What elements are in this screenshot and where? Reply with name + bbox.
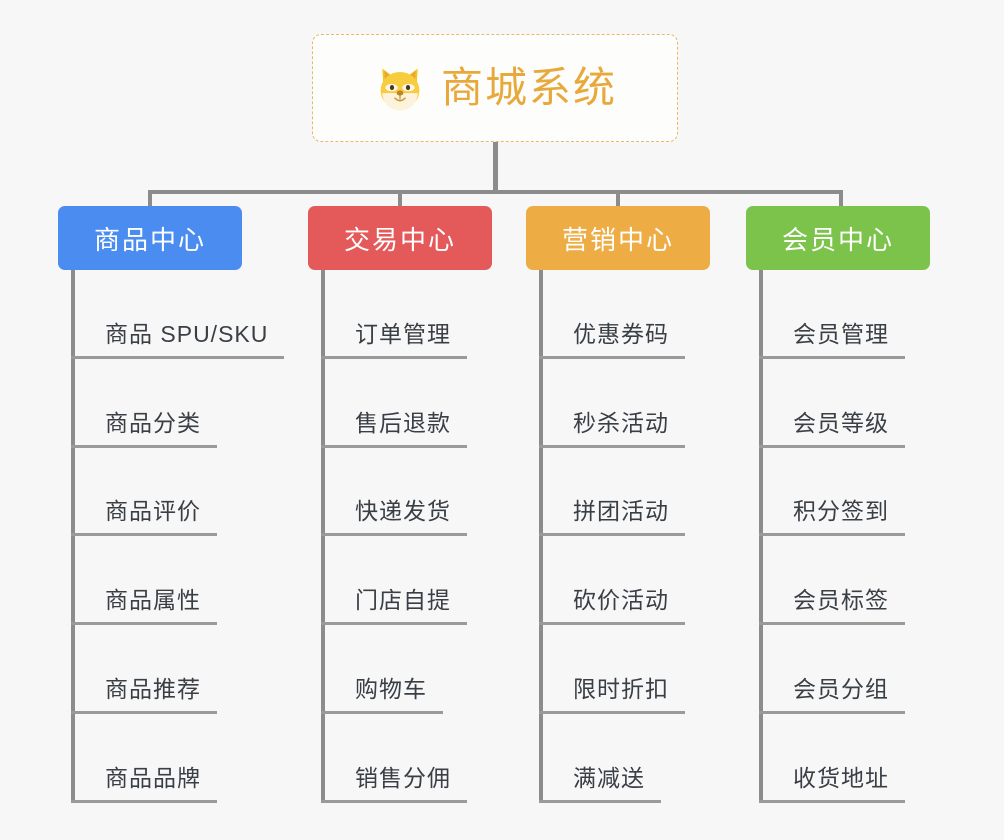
leaf-label: 快递发货 xyxy=(355,498,451,525)
leaf-label: 商品 SPU/SKU xyxy=(105,320,269,347)
leaf-underline xyxy=(759,444,905,448)
leaf-label: 商品分类 xyxy=(105,409,201,436)
branch-trunk-line xyxy=(71,270,75,803)
leaf-label: 满减送 xyxy=(573,764,645,791)
leaf-label: 会员分组 xyxy=(793,675,889,702)
list-item[interactable]: 订单管理 xyxy=(321,270,467,359)
leaf-underline xyxy=(539,799,661,803)
list-item[interactable]: 满减送 xyxy=(539,714,669,803)
leaf-label: 积分签到 xyxy=(793,498,889,525)
connector-horizontal-bus xyxy=(148,190,843,194)
list-item[interactable]: 会员分组 xyxy=(759,625,905,714)
leaf-underline xyxy=(71,533,217,537)
leaf-underline xyxy=(71,710,217,714)
leaf-label: 商品属性 xyxy=(105,587,201,614)
leaf-label: 销售分佣 xyxy=(355,764,451,791)
leaf-label: 购物车 xyxy=(355,675,427,702)
leaf-label: 砍价活动 xyxy=(573,587,669,614)
leaf-underline xyxy=(321,710,443,714)
leaf-underline xyxy=(321,355,467,359)
connector-drop-1 xyxy=(148,190,152,210)
list-item[interactable]: 商品属性 xyxy=(71,536,268,626)
list-item[interactable]: 会员等级 xyxy=(759,359,905,448)
leaf-label: 门店自提 xyxy=(355,587,451,614)
leaf-underline xyxy=(71,444,217,448)
shiba-dog-face-icon xyxy=(380,68,420,111)
branch-trade-center: 交易中心 订单管理 售后退款 快递发货 门店自提 购物车 销售分佣 xyxy=(308,206,492,803)
list-item[interactable]: 秒杀活动 xyxy=(539,359,685,448)
leaf-label: 拼团活动 xyxy=(573,498,669,525)
root-title: 商城系统 xyxy=(440,64,617,111)
leaf-label: 会员等级 xyxy=(793,409,889,436)
list-item[interactable]: 会员标签 xyxy=(759,536,905,626)
leaf-label: 商品品牌 xyxy=(105,764,201,791)
leaf-underline xyxy=(539,444,685,448)
category-header-member-center[interactable]: 会员中心 xyxy=(746,206,930,270)
branch-member-center: 会员中心 会员管理 会员等级 积分签到 会员标签 会员分组 收货地址 xyxy=(746,206,930,803)
list-item[interactable]: 限时折扣 xyxy=(539,625,685,714)
list-item[interactable]: 商品推荐 xyxy=(71,625,268,714)
branch-trunk-line xyxy=(321,270,325,803)
connector-root-stem xyxy=(493,142,498,194)
leaf-underline xyxy=(71,622,217,626)
leaf-list: 商品 SPU/SKU 商品分类 商品评价 商品属性 商品推荐 商品品牌 xyxy=(71,270,284,803)
list-item[interactable]: 门店自提 xyxy=(321,536,467,626)
leaf-underline xyxy=(321,622,467,626)
list-item[interactable]: 购物车 xyxy=(321,625,451,714)
leaf-underline xyxy=(759,533,905,537)
leaf-underline xyxy=(321,799,467,803)
branch-trunk-line xyxy=(539,270,543,803)
leaf-underline xyxy=(759,355,905,359)
leaf-list: 优惠券码 秒杀活动 拼团活动 砍价活动 限时折扣 满减送 xyxy=(539,270,685,803)
category-header-trade-center[interactable]: 交易中心 xyxy=(308,206,492,270)
list-item[interactable]: 商品评价 xyxy=(71,448,268,537)
leaf-label: 订单管理 xyxy=(355,320,451,347)
category-header-product-center[interactable]: 商品中心 xyxy=(58,206,242,270)
leaf-underline xyxy=(539,355,685,359)
list-item[interactable]: 商品品牌 xyxy=(71,714,268,803)
branch-product-center: 商品中心 商品 SPU/SKU 商品分类 商品评价 商品属性 商品推荐 商品品牌 xyxy=(58,206,284,803)
category-header-marketing-center[interactable]: 营销中心 xyxy=(526,206,710,270)
list-item[interactable]: 优惠券码 xyxy=(539,270,685,359)
leaf-label: 秒杀活动 xyxy=(573,409,669,436)
leaf-list: 订单管理 售后退款 快递发货 门店自提 购物车 销售分佣 xyxy=(321,270,467,803)
leaf-underline xyxy=(321,533,467,537)
root-node-shop-system[interactable]: 商城系统 xyxy=(312,34,678,142)
leaf-label: 商品推荐 xyxy=(105,675,201,702)
leaf-underline xyxy=(539,622,685,626)
leaf-underline xyxy=(71,799,217,803)
branch-marketing-center: 营销中心 优惠券码 秒杀活动 拼团活动 砍价活动 限时折扣 满减送 xyxy=(526,206,710,803)
list-item[interactable]: 商品分类 xyxy=(71,359,268,448)
leaf-label: 限时折扣 xyxy=(573,675,669,702)
leaf-underline xyxy=(71,355,284,359)
leaf-underline xyxy=(759,799,905,803)
leaf-label: 优惠券码 xyxy=(573,320,669,347)
leaf-list: 会员管理 会员等级 积分签到 会员标签 会员分组 收货地址 xyxy=(759,270,905,803)
leaf-underline xyxy=(539,533,685,537)
leaf-label: 会员标签 xyxy=(793,587,889,614)
leaf-label: 商品评价 xyxy=(105,498,201,525)
list-item[interactable]: 商品 SPU/SKU xyxy=(71,270,284,359)
leaf-underline xyxy=(539,710,685,714)
leaf-label: 会员管理 xyxy=(793,320,889,347)
list-item[interactable]: 收货地址 xyxy=(759,714,905,803)
list-item[interactable]: 销售分佣 xyxy=(321,714,467,803)
branch-trunk-line xyxy=(759,270,763,803)
leaf-underline xyxy=(759,622,905,626)
list-item[interactable]: 拼团活动 xyxy=(539,448,685,537)
leaf-underline xyxy=(759,710,905,714)
connector-drop-2 xyxy=(398,190,402,210)
list-item[interactable]: 砍价活动 xyxy=(539,536,685,626)
leaf-underline xyxy=(321,444,467,448)
connector-drop-3 xyxy=(616,190,620,210)
leaf-label: 售后退款 xyxy=(355,409,451,436)
list-item[interactable]: 会员管理 xyxy=(759,270,905,359)
connector-drop-4 xyxy=(839,190,843,210)
list-item[interactable]: 积分签到 xyxy=(759,448,905,537)
list-item[interactable]: 售后退款 xyxy=(321,359,467,448)
leaf-label: 收货地址 xyxy=(793,764,889,791)
list-item[interactable]: 快递发货 xyxy=(321,448,467,537)
